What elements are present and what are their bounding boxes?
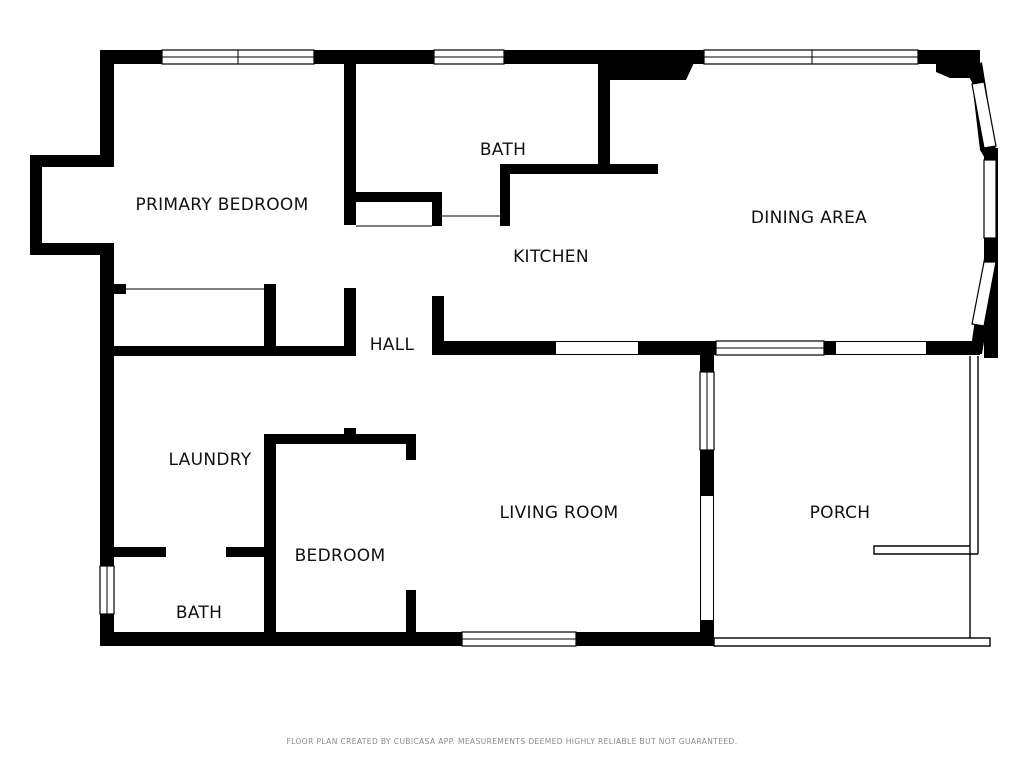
label-porch: PORCH — [810, 503, 871, 523]
label-living-room: LIVING ROOM — [500, 503, 619, 523]
label-bedroom: BEDROOM — [295, 546, 386, 566]
interior-walls — [100, 50, 714, 646]
porch-railing — [713, 356, 991, 647]
openings — [126, 215, 926, 620]
label-dining-area: DINING AREA — [751, 208, 867, 228]
label-bath-bottom: BATH — [176, 603, 222, 623]
label-primary-bedroom: PRIMARY BEDROOM — [135, 195, 308, 215]
footer-disclaimer: FLOOR PLAN CREATED BY CUBICASA APP. MEAS… — [286, 737, 738, 746]
label-hall: HALL — [370, 335, 415, 355]
label-kitchen: KITCHEN — [513, 247, 589, 267]
windows — [99, 49, 997, 647]
label-bath-top: BATH — [480, 140, 526, 160]
label-laundry: LAUNDRY — [169, 450, 252, 470]
